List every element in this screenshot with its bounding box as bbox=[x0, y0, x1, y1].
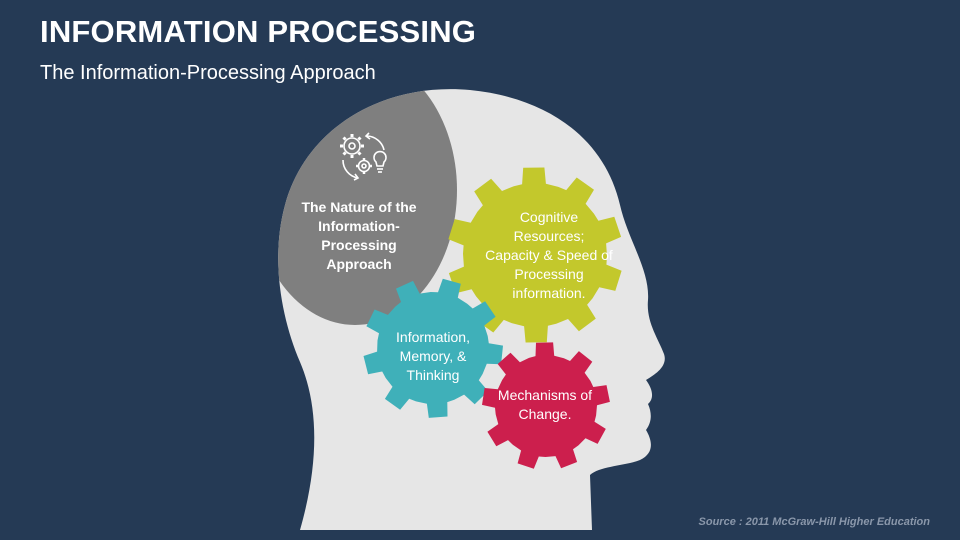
gear-information bbox=[363, 278, 503, 418]
gear-mechanisms-label: Mechanisms of Change. bbox=[497, 387, 593, 422]
nature-label: The Nature of the Information-Processing… bbox=[301, 199, 417, 272]
gear-mechanisms bbox=[482, 342, 610, 469]
source-note: Source : 2011 McGraw-Hill Higher Educati… bbox=[698, 516, 930, 528]
gear-cognitive-label: Cognitive Resources; Capacity & Speed of… bbox=[485, 209, 613, 301]
gear-information-label: Information, Memory, & Thinking bbox=[396, 329, 470, 383]
gears-bulb-icon bbox=[340, 132, 387, 181]
nature-region bbox=[278, 89, 457, 325]
page-title: INFORMATION PROCESSING bbox=[40, 14, 477, 49]
gear-cognitive bbox=[448, 167, 622, 343]
page-subtitle: The Information-Processing Approach bbox=[40, 62, 376, 84]
